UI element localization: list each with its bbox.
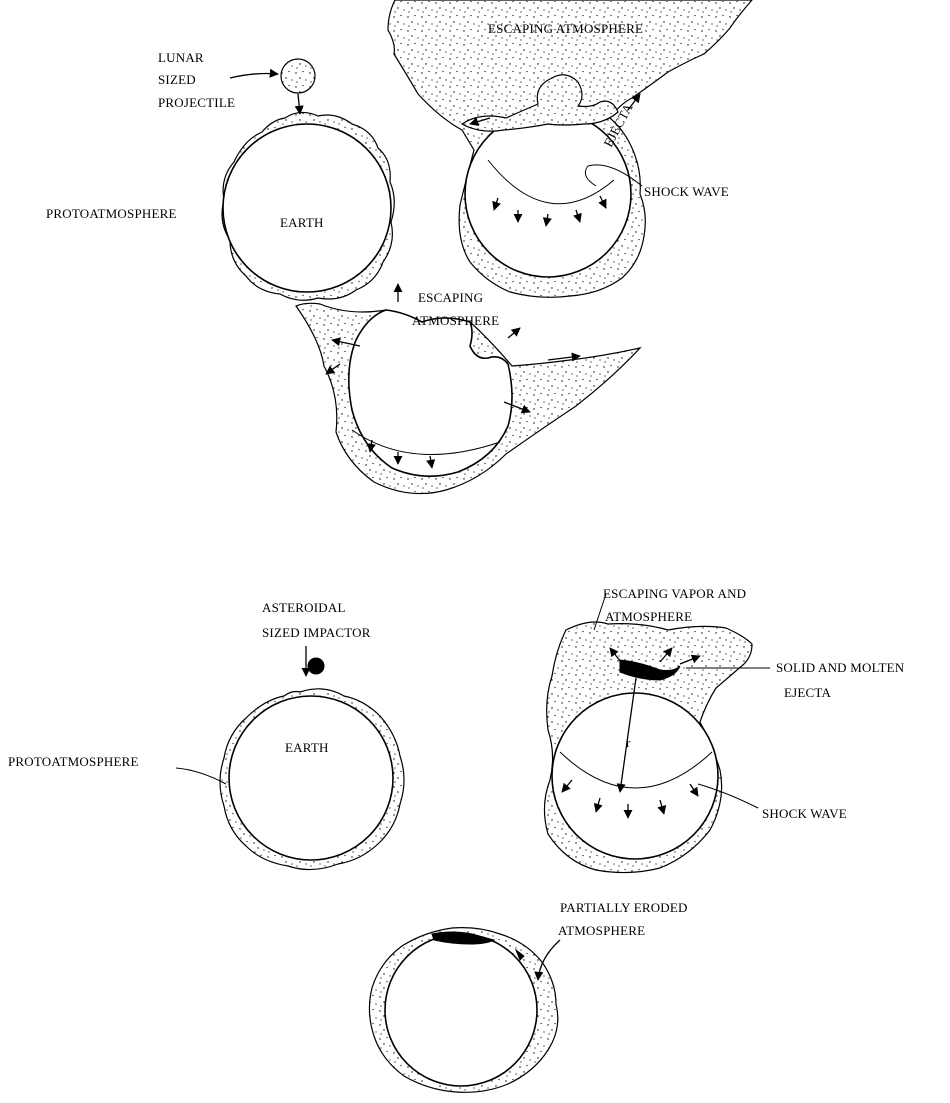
impactor-label-line-1: ASTEROIDAL: [262, 600, 346, 615]
earth-circle-2: [229, 696, 393, 860]
asteroid-impactor: [308, 658, 324, 674]
escaping-atmosphere-label: ESCAPING ATMOSPHERE: [488, 21, 643, 36]
panel-lunar-impact: ESCAPING ATMOSPHERE EJECTA SHOCK WAVE: [388, 0, 752, 297]
projectile-pointer-arrow: [230, 74, 278, 79]
projectile-label-line-3: PROJECTILE: [158, 95, 235, 110]
protoatmosphere-leader-2: [176, 768, 226, 784]
post-escaping-label-1: ESCAPING: [418, 290, 483, 305]
earth-circle-impact-2: [552, 693, 718, 859]
projectile-label-line-2: SIZED: [158, 72, 196, 87]
panel-asteroid-pre: ASTEROIDAL SIZED IMPACTOR PROTOATMOSPHER…: [8, 600, 404, 870]
earth-label-2: EARTH: [285, 740, 329, 755]
radius-label: r: [626, 735, 631, 750]
eroded-label-1: PARTIALLY ERODED: [560, 900, 688, 915]
post-escaping-label-2: ATMOSPHERE: [412, 313, 499, 328]
panel-asteroid-impact: ESCAPING VAPOR AND ATMOSPHERE SOLID AND …: [544, 586, 904, 873]
earth-circle: [223, 124, 391, 292]
ejecta-label-2: EJECTA: [784, 685, 832, 700]
escape-arrow-upright: [508, 328, 520, 338]
panel-asteroid-post: PARTIALLY ERODED ATMOSPHERE: [369, 900, 687, 1092]
eroded-label-2: ATMOSPHERE: [558, 923, 645, 938]
protoatmosphere-label-2: PROTOATMOSPHERE: [8, 754, 139, 769]
ejecta-label-1: SOLID AND MOLTEN: [776, 660, 905, 675]
earth-circle-post: [385, 934, 537, 1086]
deformed-earth: [349, 310, 512, 476]
panel-lunar-post: ESCAPING ATMOSPHERE: [296, 284, 640, 494]
earth-label: EARTH: [280, 215, 324, 230]
shock-wave-label-2: SHOCK WAVE: [762, 806, 847, 821]
protoatmosphere-label: PROTOATMOSPHERE: [46, 206, 177, 221]
shock-wave-label: SHOCK WAVE: [644, 184, 729, 199]
lunar-projectile: [281, 59, 315, 93]
projectile-descent-arrow: [298, 94, 300, 114]
impactor-label-line-2: SIZED IMPACTOR: [262, 625, 371, 640]
vapor-label-1: ESCAPING VAPOR AND: [603, 586, 746, 601]
panel-lunar-pre: LUNAR SIZED PROJECTILE PROTOATMOSPHERE E…: [46, 50, 394, 300]
vapor-label-2: ATMOSPHERE: [605, 609, 692, 624]
projectile-label-line-1: LUNAR: [158, 50, 204, 65]
